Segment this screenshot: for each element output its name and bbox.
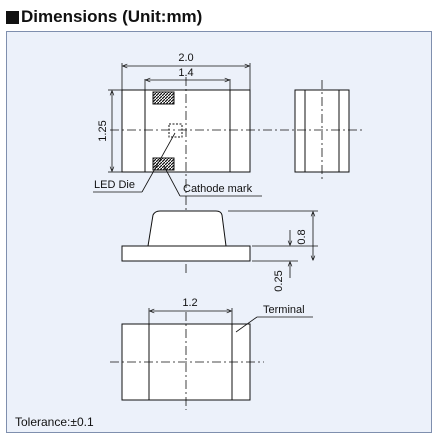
bottom-view [110,312,264,410]
dim-label-0-25: 0.25 [273,270,285,291]
dome-lens [147,210,227,247]
terminal-callout: Terminal [235,304,313,333]
terminal-label: Terminal [263,304,305,316]
cathode-mark-bottom [152,157,175,171]
tolerance-note: Tolerance:±0.1 [15,415,94,429]
section-header: Dimensions (Unit:mm) [6,6,202,28]
dim-label-1-4: 1.4 [178,67,193,79]
dimension-vertical-side: 0.8 0.25 [228,210,318,292]
cathode-mark-top [152,91,175,105]
dim-label-1-2: 1.2 [182,297,197,309]
base-substrate [121,245,251,262]
cathode-mark-label: Cathode mark [183,183,253,195]
dim-label-1-25: 1.25 [97,120,109,141]
front-view [121,210,251,262]
dimension-height: 1.25 [97,89,122,173]
center-lines [110,77,362,274]
header-square-bullet [6,10,19,24]
dimension-terminal-spacing: 1.2 [148,297,233,324]
dimension-inner-width: 1.4 [144,67,231,90]
led-die-label: LED Die [94,179,135,191]
dim-label-2-0: 2.0 [178,52,193,64]
section-title: Dimensions (Unit:mm) [21,7,203,26]
callouts-top: LED Die Cathode mark [93,132,262,197]
led-die-square [168,123,183,138]
dim-label-0-8: 0.8 [296,229,308,244]
dimension-overall-length: 2.0 [121,52,251,90]
